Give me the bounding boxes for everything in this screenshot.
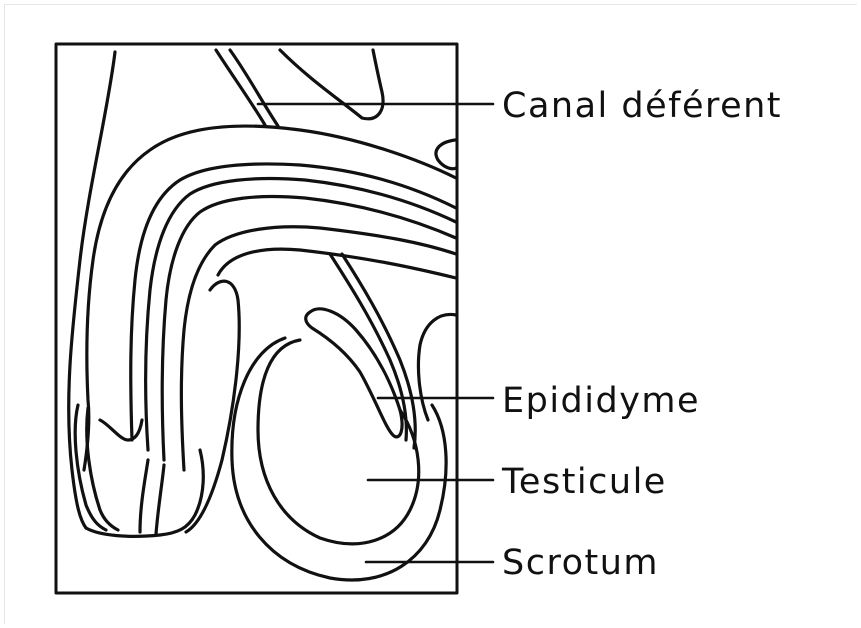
label-epididyme: Epididyme <box>502 381 700 421</box>
label-scrotum: Scrotum <box>502 543 659 583</box>
inner-loop-outline <box>186 281 239 532</box>
epididymis-outline <box>306 309 402 437</box>
vas-deferens-line-b <box>230 50 278 126</box>
penis-layer-3 <box>162 197 456 460</box>
foreskin-outline-b <box>87 408 118 530</box>
glans-ridge-b <box>156 465 164 534</box>
glans-outline <box>86 450 203 536</box>
label-canal-deferent: Canal déférent <box>502 86 782 126</box>
right-hook-outline <box>436 140 456 169</box>
vas-deferens-line-a <box>216 50 265 125</box>
right-thigh-outline <box>418 314 456 420</box>
meatus-outline <box>100 420 142 440</box>
glans-ridge-a <box>140 460 148 532</box>
label-testicule: Testicule <box>502 462 667 502</box>
upper-organ-outline <box>280 50 383 119</box>
